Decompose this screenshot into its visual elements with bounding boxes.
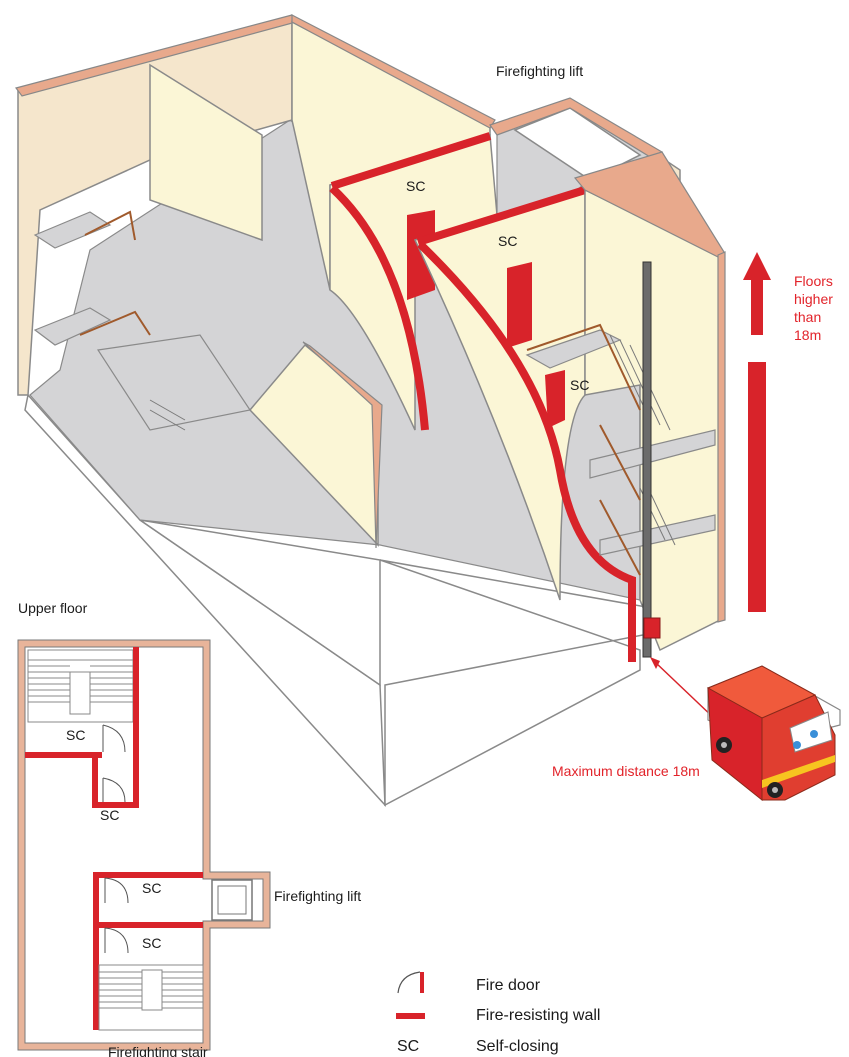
right-wall-edge xyxy=(717,251,726,623)
plan-label-sc-2: SC xyxy=(100,807,119,823)
inner-left-wall xyxy=(149,63,263,242)
inlet-box xyxy=(643,617,661,639)
plan-fire-wall-7 xyxy=(93,922,203,928)
plan-label-sc-4: SC xyxy=(142,935,161,951)
plan-fire-wall-4 xyxy=(92,802,139,808)
stair-left xyxy=(33,210,251,431)
plan-fire-wall-3 xyxy=(92,752,98,807)
legend-fire-door-icon xyxy=(397,971,424,994)
legend-fire-door-text: Fire door xyxy=(476,977,541,994)
back-wall-top xyxy=(291,14,496,129)
plan-stair-bottom xyxy=(98,964,204,1031)
plan-stair-top xyxy=(27,649,134,723)
stair-shaft-right xyxy=(525,323,716,576)
legend-fire-wall-icon xyxy=(396,1013,425,1019)
label-sc-3: SC xyxy=(570,377,589,393)
label-floors-4: 18m xyxy=(794,327,821,343)
lobby-wall-2 xyxy=(413,188,586,601)
plan-label-sc-3: SC xyxy=(142,880,161,896)
building-3d xyxy=(14,14,726,808)
fire-door-3d-3 xyxy=(545,370,565,428)
legend-sc-symbol: SC xyxy=(397,1038,419,1055)
height-arrow xyxy=(743,252,771,612)
plan-fire-door-1 xyxy=(102,724,126,753)
legend-self-closing-text: Self-closing xyxy=(476,1038,559,1055)
label-sc-1: SC xyxy=(406,178,425,194)
plan-label-sc-1: SC xyxy=(66,727,85,743)
plan-fire-wall-6 xyxy=(93,872,203,878)
plan-label-stair: Firefighting stair xyxy=(108,1044,208,1057)
plan-fire-wall-2 xyxy=(25,752,102,758)
floor-plan: SC SC SC SC xyxy=(17,639,271,1051)
fire-door-3d-2 xyxy=(507,262,532,348)
dry-riser-pipe xyxy=(642,261,652,658)
plan-label-lift: Firefighting lift xyxy=(274,888,361,904)
label-upper-floor: Upper floor xyxy=(18,600,88,616)
label-floors-2: higher xyxy=(794,291,833,307)
legend-fire-wall-text: Fire-resisting wall xyxy=(476,1007,600,1024)
label-floors-3: than xyxy=(794,309,821,325)
fire-door-3d-1 xyxy=(407,210,435,300)
legend: Fire door Fire-resisting wall SC Self-cl… xyxy=(396,971,600,1055)
label-firefighting-lift: Firefighting lift xyxy=(496,63,583,79)
label-floors-1: Floors xyxy=(794,273,833,289)
plan-fire-door-2 xyxy=(102,777,126,803)
plan-fire-wall-1 xyxy=(133,647,139,807)
building-base-front xyxy=(139,519,381,687)
plan-fire-door-3 xyxy=(104,877,129,904)
label-sc-2: SC xyxy=(498,233,517,249)
plan-fire-door-4 xyxy=(104,927,129,954)
label-max-distance: Maximum distance 18m xyxy=(552,763,700,779)
plan-fire-wall-5 xyxy=(93,872,99,1030)
front-wing-top xyxy=(302,341,383,549)
plan-outer-wall xyxy=(17,639,271,1051)
fire-engine-icon xyxy=(706,665,841,802)
